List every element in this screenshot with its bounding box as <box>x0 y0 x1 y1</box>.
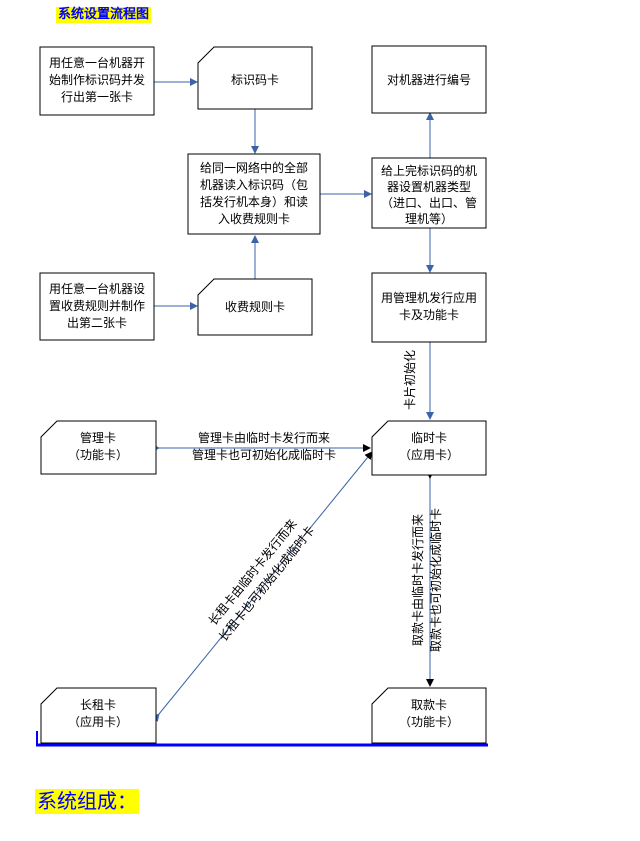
node-text-line: 始制作标识码并发 <box>49 72 145 87</box>
node-text-line: （应用卡） <box>68 714 128 729</box>
node-text-line: （功能卡） <box>68 448 128 462</box>
node-text-line: 取款卡 <box>411 698 447 712</box>
page-title: 系统设置流程图 <box>56 7 152 23</box>
node-text-line: （进口、出口、管 <box>381 195 477 210</box>
node-manage-card: 管理卡 （功能卡） <box>40 420 157 475</box>
node-text-line: 给上完标识码的机 <box>381 163 477 178</box>
node-text-line: （应用卡） <box>399 447 459 462</box>
node-text-line: 卡及功能卡 <box>399 308 459 322</box>
node-text-line: 临时卡 <box>411 431 447 445</box>
node-text-line: 用管理机发行应用 <box>381 290 477 305</box>
node-text-line: 对机器进行编号 <box>387 72 471 87</box>
node-text-line: 入收费规则卡 <box>218 211 290 226</box>
edge-label-manage-2: 管理卡也可初始化成临时卡 <box>192 447 336 462</box>
node-text-line: 括发行机本身）和读 <box>200 194 308 209</box>
node-withdraw-card: 取款卡 （功能卡） <box>371 687 487 744</box>
node-read-id: 给同一网络中的全部 机器读入标识码（包 括发行机本身）和读 入收费规则卡 <box>187 153 321 235</box>
section-title: 系统组成： <box>35 789 139 814</box>
node-text-line: 长租卡 <box>80 698 116 712</box>
node-rule-card: 收费规则卡 <box>197 278 313 336</box>
node-id-card: 标识码卡 <box>197 46 313 110</box>
node-text-line: 出第二张卡 <box>67 316 127 330</box>
node-text-line: 行出第一张卡 <box>61 90 133 104</box>
node-text-line: 理机等） <box>405 212 453 226</box>
node-text-line: 管理卡 <box>80 430 116 445</box>
node-make-id-card: 用任意一台机器开 始制作标识码并发 行出第一张卡 <box>39 46 155 116</box>
node-text-line: 给同一网络中的全部 <box>200 160 308 175</box>
node-text-line: 标识码卡 <box>231 73 279 87</box>
edge-label-withdraw-1: 取款卡由临时卡发行而来 <box>410 514 425 646</box>
node-text-line: （功能卡） <box>399 715 459 729</box>
node-text-line: 器设置机器类型 <box>387 180 471 194</box>
edges <box>151 78 434 722</box>
edge-label-withdraw: 取款卡由临时卡发行而来 取款卡也可初始化成临时卡 <box>410 508 443 652</box>
node-text-line: 收费规则卡 <box>225 299 285 314</box>
node-text-line: 用任意一台机器开 <box>49 55 145 70</box>
edge-label-withdraw-2: 取款卡也可初始化成临时卡 <box>429 508 443 652</box>
node-issue-cards: 用管理机发行应用 卡及功能卡 <box>371 272 487 343</box>
node-make-rule-card: 用任意一台机器设 置收费规则并制作 出第二张卡 <box>39 272 155 341</box>
node-set-type: 给上完标识码的机 器设置机器类型 （进口、出口、管 理机等） <box>371 157 487 229</box>
edge-label-card-init: 卡片初始化 <box>403 350 417 410</box>
node-long-rent-card: 长租卡 （应用卡） <box>40 687 157 744</box>
node-temp-card: 临时卡 （应用卡） <box>371 420 487 476</box>
edge-temp-longrent <box>151 451 373 722</box>
edge-label-longrent: 长租卡由临时卡发行而来 长租卡也可初始化成临时卡 <box>205 516 318 644</box>
node-number-machines: 对机器进行编号 <box>371 45 487 114</box>
edge-label-manage-1: 管理卡由临时卡发行而来 <box>198 430 330 445</box>
node-text-line: 机器读入标识码（包 <box>200 178 308 192</box>
node-text-line: 用任意一台机器设 <box>49 281 145 296</box>
edge-label-longrent-2: 长租卡也可初始化成临时卡 <box>216 523 318 644</box>
node-text-line: 置收费规则并制作 <box>49 298 145 313</box>
